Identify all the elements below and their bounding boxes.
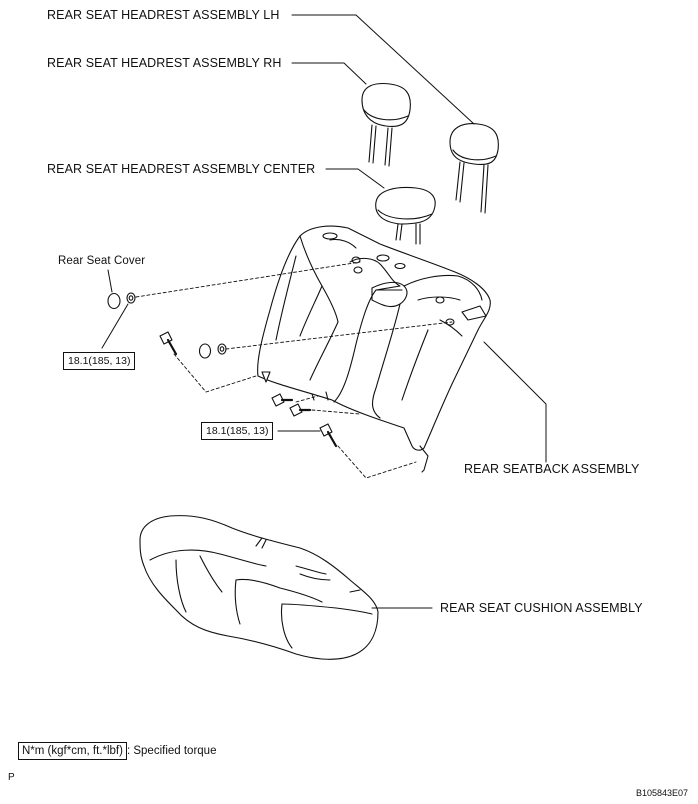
figure-code: B105843E07 [636,788,689,798]
seat-cushion-drawing [139,515,379,660]
torque-legend: N*m (kgf*cm, ft.*lbf): Specified torque [18,742,216,760]
bolt-lower [319,423,338,448]
clip-mid [217,343,227,355]
bolt-mid-2 [289,403,312,417]
headrest-center-drawing [375,186,436,245]
page-mark: P [8,772,15,783]
bolt-mid-1 [271,393,294,407]
clip-upper-left [126,292,136,304]
label-headrest-lh: REAR SEAT HEADREST ASSEMBLY LH [47,8,280,22]
bolt-upper-left [159,331,178,356]
label-rear-seatback: REAR SEATBACK ASSEMBLY [464,462,640,476]
label-rear-seat-cover: Rear Seat Cover [58,255,146,267]
rear-seat-cover-mid [198,343,212,359]
label-headrest-center: REAR SEAT HEADREST ASSEMBLY CENTER [47,162,316,176]
rear-seat-cover-part [107,292,121,310]
headrest-lh-drawing [449,123,499,214]
headrest-rh-drawing [361,82,411,167]
label-headrest-rh: REAR SEAT HEADREST ASSEMBLY RH [47,56,282,70]
torque-unit-box: N*m (kgf*cm, ft.*lbf) [18,742,127,760]
torque-value-upper: 18.1(185, 13) [63,352,136,370]
dashed-assembly-lines [135,261,453,479]
torque-value-lower: 18.1(185, 13) [201,422,274,440]
seatback-drawing [257,225,491,473]
torque-legend-text: : Specified torque [126,745,217,757]
label-rear-seat-cushion: REAR SEAT CUSHION ASSEMBLY [440,601,643,615]
leader-lines [101,14,547,609]
